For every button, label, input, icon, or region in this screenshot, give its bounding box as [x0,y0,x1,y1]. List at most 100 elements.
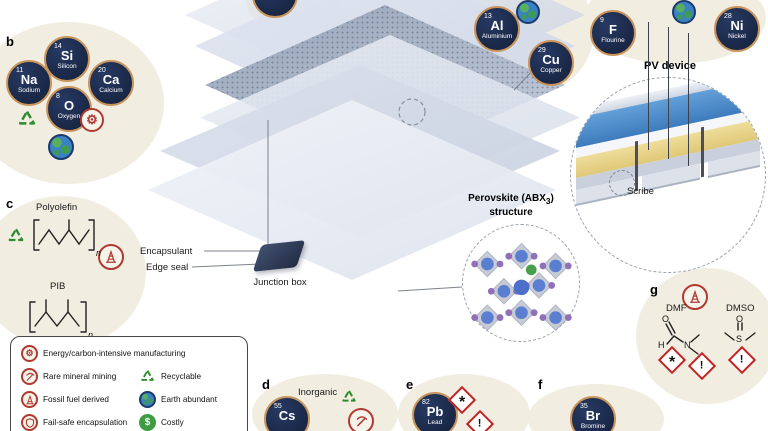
scribe-label: Scribe [627,186,654,197]
element-bromine: 35 Br Bromine [570,396,616,431]
element-name: Aluminium [481,33,513,40]
edge-seal-label: Edge seal [146,262,189,273]
rare-mineral-icon [348,408,374,431]
perovskite-crystal [471,242,572,331]
element-number: 14 [54,43,62,50]
element-name: Calcium [99,87,123,94]
fossil-fuel-icon [21,391,38,408]
element-symbol: Na [20,72,38,87]
recycle-icon [139,368,156,385]
panel-b-letter: b [6,34,14,49]
legend-box: ⚙ Energy/carbon-intensive manufacturing … [10,336,248,431]
pv-callout-line [688,33,689,166]
earth-abundant-icon [139,391,156,408]
element-number: 82 [422,399,430,406]
a-site-cation [513,279,530,296]
perovskite-label: Perovskite (ABX3) structure [468,193,554,218]
element-number: 20 [98,67,106,74]
legend-item-energy: ⚙ Energy/carbon-intensive manufacturing [21,345,185,362]
rare-mineral-icon [21,368,38,385]
background-blob [0,196,146,348]
fossil-fuel-icon [682,284,708,310]
pv-device-label: PV device [644,60,696,72]
element-symbol: Cu [542,52,560,67]
element-symbol: Pb [426,404,444,419]
fossil-fuel-icon [98,244,124,270]
panel-g-letter: g [650,282,658,297]
element-name: Oxygen [57,113,81,120]
polyolefin-label: Polyolefin [36,202,78,213]
svg-text:O: O [736,314,743,324]
recycle-icon [340,388,358,406]
element-name: Sodium [17,87,41,94]
pib-structure: n [29,299,93,340]
element-name: Lead [427,419,443,426]
element-symbol: Ca [102,72,120,87]
element-number: 13 [484,13,492,20]
recycle-icon [6,226,26,246]
svg-text:O: O [662,314,669,324]
encapsulant-label: Encapsulant [140,246,193,257]
element-caesium: 55 Cs [264,396,310,431]
earth-abundant-icon [672,0,696,24]
pib-label: PIB [50,281,66,292]
energy-intensive-icon: ⚙ [80,108,104,132]
element-name: Bromine [580,423,606,430]
svg-text:N: N [684,340,691,350]
element-symbol: Ni [730,18,744,33]
legend-item-earth: Earth abundant [139,391,217,408]
energy-intensive-icon: ⚙ [21,345,38,362]
panel-e-letter: e [406,377,414,392]
element-fluorine: 9 F Flourine [590,10,636,56]
legend-item-recyclable: Recyclable [139,368,201,385]
dopant-atom [525,264,537,276]
element-name: Flourine [601,37,625,44]
element-nickel: 28 Ni Nickel [714,6,760,52]
element-calcium: 20 Ca Calcium [88,60,134,106]
recycle-icon [16,108,38,130]
element-name: Silicon [57,63,77,70]
element-number: 55 [274,403,282,410]
element-copper: 29 Cu Copper [528,40,574,86]
polyolefin-structure: n [33,219,101,258]
svg-text:H: H [658,340,665,350]
element-number: 28 [724,13,732,20]
earth-abundant-icon [516,0,540,24]
costly-icon: $ [139,414,156,431]
dmso-label: DMSO [726,303,755,314]
panel-d-letter: d [262,377,270,392]
legend-item-failsafe: Fail-safe encapsulation [21,414,127,431]
junction-box [252,240,306,272]
element-name: Nickel [728,33,746,40]
element-symbol: Br [585,408,601,423]
pv-callout-line [648,22,649,150]
element-number: 8 [56,93,60,100]
perovskite-structure-inset [462,224,580,342]
element-symbol: F [609,22,617,37]
legend-item-mining: Rare mineral mining [21,368,116,385]
element-aluminium: 13 Al Aluminium [474,6,520,52]
element-sodium: 11 Na Sodium [6,60,52,106]
dmf-structure: H O N [658,314,700,355]
legend-item-costly: $ Costly [139,414,184,431]
panel-c-letter: c [6,196,14,211]
scribe-groove [701,126,704,178]
element-number: 29 [538,47,546,54]
svg-text:n: n [88,330,93,340]
svg-text:n: n [96,248,101,258]
fail-safe-icon [21,414,38,431]
earth-abundant-icon [48,134,74,160]
element-symbol: O [63,98,75,113]
element-symbol: Al [490,18,504,33]
dmso-structure: S O [724,314,756,344]
legend-item-fossil: Fossil fuel derived [21,391,109,408]
scribe-groove [635,140,638,192]
element-symbol: Si [60,48,74,63]
inorganic-label: Inorganic [298,387,338,398]
element-number: 9 [600,17,604,24]
element-name: Copper [540,67,562,74]
panel-f-letter: f [538,377,543,392]
element-symbol: Cs [278,408,296,423]
dmf-label: DMF [666,303,687,314]
